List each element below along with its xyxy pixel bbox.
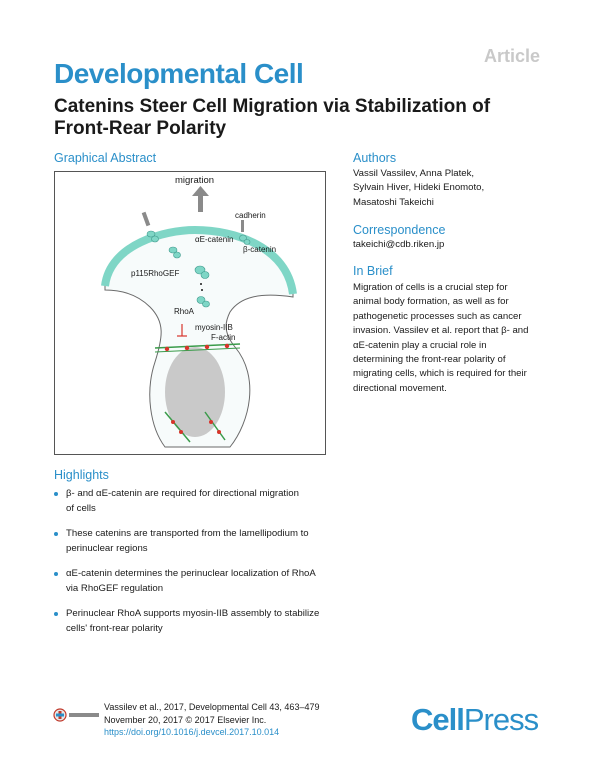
authors-heading: Authors xyxy=(353,151,397,165)
authors-line: Sylvain Hiver, Hideki Enomoto, xyxy=(353,182,485,194)
in-brief-line: determining the front-rear polarity of xyxy=(353,354,506,366)
correspondence-heading: Correspondence xyxy=(353,223,446,237)
highlight-item: αE-catenin determines the perinuclear lo… xyxy=(54,567,344,596)
graphical-abstract-figure: migration cadherin αE-catenin β-catenin … xyxy=(54,171,326,455)
label-myosin-iib: myosin-IIB xyxy=(195,323,233,332)
rhoa-myosin-arrow-icon xyxy=(177,324,187,337)
in-brief-heading: In Brief xyxy=(353,264,393,278)
journal-title[interactable]: Developmental Cell xyxy=(54,58,304,89)
label-rhoa: RhoA xyxy=(174,307,195,316)
label-alpha-catenin: αE-catenin xyxy=(195,235,233,244)
article-tag: Article xyxy=(483,46,540,66)
label-migration: migration xyxy=(175,175,214,186)
highlight-item: These catenins are transported from the … xyxy=(54,527,344,556)
citation-date: November 20, 2017 © 2017 Elsevier Inc. xyxy=(104,714,267,725)
graphical-abstract-heading: Graphical Abstract xyxy=(54,151,157,165)
doi-link[interactable]: https://doi.org/10.1016/j.devcel.2017.10… xyxy=(104,727,280,737)
in-brief-line: animal body formation, as well as for xyxy=(353,296,509,308)
cellpress-press: Press xyxy=(463,702,539,737)
highlights-heading: Highlights xyxy=(54,468,109,482)
article-title: Catenins Steer Cell Migration via Stabil… xyxy=(54,96,491,139)
bullet-icon xyxy=(54,532,58,536)
authors-list: Vassil Vassilev, Anna Platek, Sylvain Hi… xyxy=(353,167,553,210)
cell-diagram: migration cadherin αE-catenin β-catenin … xyxy=(101,175,297,448)
highlight-item: Perinuclear RhoA supports myosin-IIB ass… xyxy=(54,607,344,636)
in-brief-line: pathogenetic processes such as cancer xyxy=(353,310,522,322)
label-p115rhogef: p115RhoGEF xyxy=(131,269,179,278)
catenin-complexes xyxy=(146,230,251,308)
cellpress-cell: Cell xyxy=(411,702,465,737)
cellpress-logo[interactable]: CellPress xyxy=(411,702,539,738)
nucleus xyxy=(165,347,225,437)
bullet-icon xyxy=(54,492,58,496)
label-f-actin: F-actin xyxy=(211,333,235,342)
citation-text: Vassilev et al., 2017, Developmental Cel… xyxy=(104,702,320,712)
label-beta-catenin: β-catenin xyxy=(243,245,276,254)
in-brief-line: Migration of cells is a crucial step for xyxy=(353,282,508,293)
highlights-list: β- and αE-catenin are required for direc… xyxy=(54,487,344,647)
correspondence-email[interactable]: takeichi@cdb.riken.jp xyxy=(353,239,445,250)
in-brief-line: migrating cells, which is required for t… xyxy=(353,368,527,380)
lamellipodium-membrane xyxy=(101,225,297,295)
in-brief-line: directional movement. xyxy=(353,382,447,394)
citation-footer: Vassilev et al., 2017, Developmental Cel… xyxy=(104,701,319,739)
highlight-item: β- and αE-catenin are required for direc… xyxy=(54,487,344,516)
crossmark-icon[interactable] xyxy=(53,708,101,722)
cadherin-left-icon xyxy=(141,211,151,227)
in-brief-line: αE-catenin play a crucial role in xyxy=(353,339,487,351)
authors-line: Masatoshi Takeichi xyxy=(353,196,434,208)
actomyosin-bundles xyxy=(154,343,241,443)
pathway-dots xyxy=(200,283,203,291)
bullet-icon xyxy=(54,612,58,616)
cadherin-right-icon xyxy=(241,220,244,232)
in-brief-text: Migration of cells is a crucial step for… xyxy=(353,281,553,396)
in-brief-line: invasion. Vassilev et al. report that β-… xyxy=(353,325,529,337)
authors-line: Vassil Vassilev, Anna Platek, xyxy=(353,168,475,179)
migration-arrow-icon xyxy=(192,186,209,212)
label-cadherin: cadherin xyxy=(235,211,266,220)
bullet-icon xyxy=(54,572,58,576)
